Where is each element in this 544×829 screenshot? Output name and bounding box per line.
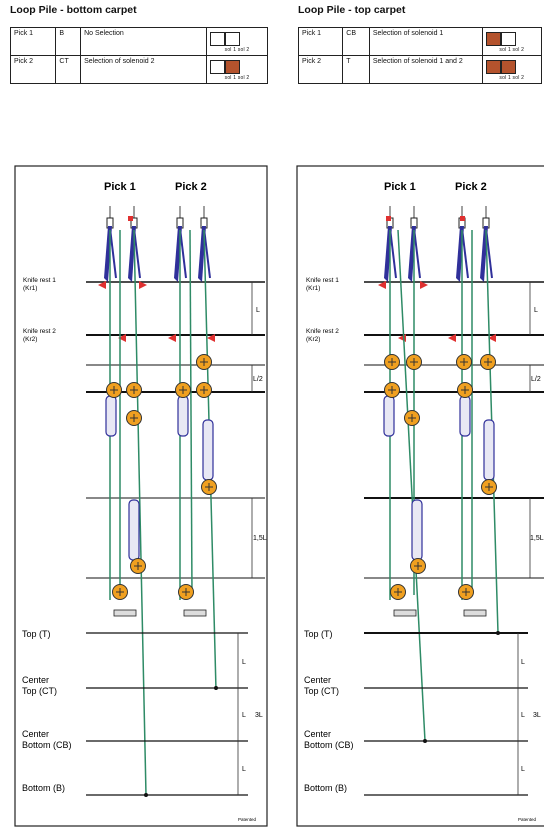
knife-rest-1-label: Knife rest 1	[23, 277, 56, 284]
center-top-label: Center	[304, 675, 331, 685]
knife-rest-2-abbr: (Kr2)	[23, 336, 37, 343]
knife-rest-2-label: Knife rest 2	[306, 328, 339, 335]
bottom-label: Bottom (B)	[304, 783, 347, 793]
center-top-label-2: Top (CT)	[304, 686, 339, 696]
center-bottom-label-2: Bottom (CB)	[22, 740, 72, 750]
bottom-carpet-title: Loop Pile - bottom carpet	[10, 4, 137, 16]
dim-l-label: L	[534, 307, 538, 314]
dim-l-label: L	[242, 766, 246, 773]
solenoid-cell: sol 1 sol 2	[481, 27, 543, 56]
center-top-label: Center	[22, 675, 49, 685]
dim-l-label: L	[242, 712, 246, 719]
desc-cell: Selection of solenoid 1	[368, 27, 483, 56]
pick-cell: Pick 2	[9, 55, 57, 84]
dim-l-label: L	[521, 766, 525, 773]
patented-label: Patented	[238, 817, 257, 822]
left-panel-frame	[14, 165, 268, 827]
dim-l-label: L	[521, 712, 525, 719]
solenoid-2-box	[500, 32, 516, 46]
top-label: Top (T)	[22, 629, 51, 639]
dim-l-label: L	[242, 659, 246, 666]
solenoid-cell: sol 1 sol 2	[481, 55, 543, 84]
table-row: Pick 1 CB Selection of solenoid 1 sol 1 …	[297, 27, 543, 56]
dim-1-5l-label: 1,5L	[253, 535, 267, 542]
dim-3l-label: 3L	[255, 712, 263, 719]
center-bottom-label: Center	[22, 729, 49, 739]
bottom-label: Bottom (B)	[22, 783, 65, 793]
solenoid-1-box	[209, 60, 225, 74]
top-carpet-table: Pick 1 CB Selection of solenoid 1 sol 1 …	[297, 27, 543, 84]
knife-rest-1-abbr: (Kr1)	[23, 285, 37, 292]
dim-3l-label: 3L	[533, 712, 541, 719]
pick2-label: Pick 2	[455, 181, 487, 193]
solenoid-1-box	[209, 32, 225, 46]
knife-rest-1-label: Knife rest 1	[306, 277, 339, 284]
center-top-label-2: Top (CT)	[22, 686, 57, 696]
solenoid-1-box	[485, 32, 501, 46]
top-label: Top (T)	[304, 629, 333, 639]
solenoid-caption: sol 1 sol 2	[224, 75, 250, 81]
right-panel-frame	[296, 165, 544, 827]
solenoid-2-box	[224, 32, 240, 46]
solenoid-cell: sol 1 sol 2	[205, 55, 269, 84]
dim-half-l-label: L/2	[531, 376, 541, 383]
code-cell: CB	[342, 27, 370, 56]
pick1-label: Pick 1	[104, 181, 136, 193]
dim-l-label: L	[521, 659, 525, 666]
pick-cell: Pick 2	[297, 55, 344, 84]
top-carpet-title: Loop Pile - top carpet	[298, 4, 406, 16]
pick-cell: Pick 1	[9, 27, 57, 56]
dim-1-5l-label: 1,5L	[530, 535, 544, 542]
pick2-label: Pick 2	[175, 181, 207, 193]
solenoid-2-box	[500, 60, 516, 74]
knife-rest-1-abbr: (Kr1)	[306, 285, 320, 292]
table-row: Pick 2 CT Selection of solenoid 2 sol 1 …	[9, 55, 269, 84]
code-cell: CT	[55, 55, 82, 84]
dim-l-label: L	[256, 307, 260, 314]
bottom-carpet-table: Pick 1 B No Selection sol 1 sol 2 Pick 2…	[9, 27, 269, 84]
solenoid-caption: sol 1 sol 2	[499, 75, 525, 81]
code-cell: T	[342, 55, 370, 84]
solenoid-2-box	[224, 60, 240, 74]
table-row: Pick 2 T Selection of solenoid 1 and 2 s…	[297, 55, 543, 84]
solenoid-caption: sol 1 sol 2	[499, 47, 525, 53]
pick1-label: Pick 1	[384, 181, 416, 193]
center-bottom-label: Center	[304, 729, 331, 739]
solenoid-1-box	[485, 60, 501, 74]
center-bottom-label-2: Bottom (CB)	[304, 740, 354, 750]
patented-label: Patented	[518, 817, 537, 822]
left-panel: Pick 1 Pick 2 Knife rest 1 (Kr1) Knife r…	[14, 165, 268, 827]
dim-half-l-label: L/2	[253, 376, 263, 383]
solenoid-caption: sol 1 sol 2	[224, 47, 250, 53]
right-panel: Pick 1 Pick 2 Knife rest 1 (Kr1) Knife r…	[296, 165, 544, 827]
knife-rest-2-label: Knife rest 2	[23, 328, 56, 335]
knife-rest-2-abbr: (Kr2)	[306, 336, 320, 343]
desc-cell: Selection of solenoid 1 and 2	[368, 55, 483, 84]
